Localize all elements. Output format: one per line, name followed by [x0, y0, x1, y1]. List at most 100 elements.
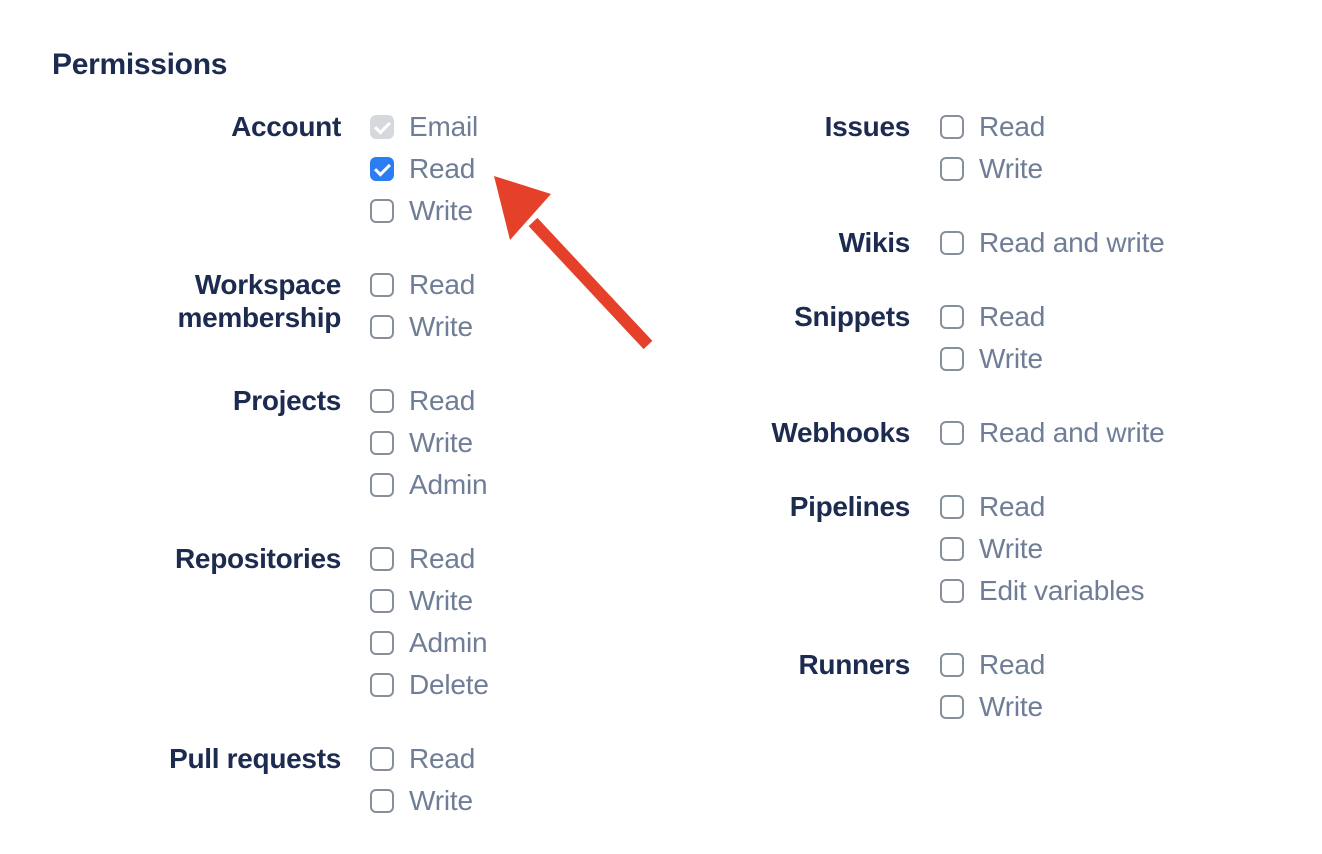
permission-option-label: Read: [409, 385, 476, 416]
permission-option-label: Edit variables: [979, 575, 1145, 606]
permission-option-label: Read: [979, 649, 1046, 680]
permission-option-label: Admin: [409, 627, 488, 658]
checkbox-issues-write[interactable]: [940, 157, 964, 181]
permission-option-account-email: Email: [370, 106, 478, 148]
permission-option-runners-read[interactable]: Read: [940, 644, 1045, 686]
checkbox-runners-write[interactable]: [940, 695, 964, 719]
checkbox-repositories-admin[interactable]: [370, 631, 394, 655]
permission-group-label: Projects: [232, 385, 341, 416]
permission-option-repositories-delete[interactable]: Delete: [370, 664, 489, 706]
permission-group-label: Snippets: [794, 301, 910, 332]
permission-option-label: Read: [979, 301, 1046, 332]
permission-option-label: Write: [409, 585, 473, 616]
checkbox-account-read[interactable]: [370, 157, 394, 181]
checkbox-snippets-write[interactable]: [940, 347, 964, 371]
permission-group-workspace-membership: Workspace membership Read Write: [52, 264, 672, 348]
permission-option-pull-requests-read[interactable]: Read: [370, 738, 475, 780]
permission-option-pipelines-edit-variables[interactable]: Edit variables: [940, 570, 1144, 612]
page-title: Permissions: [52, 48, 228, 81]
permission-group-label: Workspace membership: [177, 269, 342, 333]
checkbox-pipelines-write[interactable]: [940, 537, 964, 561]
permission-option-issues-write[interactable]: Write: [940, 148, 1045, 190]
permission-option-repositories-read[interactable]: Read: [370, 538, 489, 580]
checkbox-wikis-read-and-write[interactable]: [940, 231, 964, 255]
permission-option-label: Read and write: [979, 227, 1165, 258]
permission-option-issues-read[interactable]: Read: [940, 106, 1045, 148]
checkbox-account-email: [370, 115, 394, 139]
permission-option-label: Admin: [409, 469, 488, 500]
permission-option-label: Read: [409, 743, 476, 774]
permission-group-issues: Issues Read Write: [700, 106, 1260, 190]
checkbox-snippets-read[interactable]: [940, 305, 964, 329]
permission-group-webhooks: Webhooks Read and write: [700, 412, 1260, 454]
checkbox-projects-read[interactable]: [370, 389, 394, 413]
permission-option-account-read[interactable]: Read: [370, 148, 478, 190]
permission-option-projects-write[interactable]: Write: [370, 422, 487, 464]
checkbox-pull-requests-write[interactable]: [370, 789, 394, 813]
permission-option-wikis-read-and-write[interactable]: Read and write: [940, 222, 1165, 264]
permission-option-label: Read: [409, 543, 476, 574]
permission-option-label: Read: [409, 153, 476, 184]
permission-option-runners-write[interactable]: Write: [940, 686, 1045, 728]
checkbox-projects-write[interactable]: [370, 431, 394, 455]
permission-option-label: Write: [979, 533, 1043, 564]
permission-option-snippets-write[interactable]: Write: [940, 338, 1045, 380]
checkbox-runners-read[interactable]: [940, 653, 964, 677]
permissions-column-right: Issues Read Write Wikis Read and write S…: [700, 106, 1260, 760]
checkbox-repositories-write[interactable]: [370, 589, 394, 613]
checkbox-account-write[interactable]: [370, 199, 394, 223]
permission-option-label: Write: [979, 343, 1043, 374]
permission-option-projects-admin[interactable]: Admin: [370, 464, 488, 506]
permission-group-pull-requests: Pull requests Read Write: [52, 738, 672, 822]
permission-option-label: Write: [979, 153, 1043, 184]
permission-group-projects: Projects Read Write Admin: [52, 380, 672, 506]
permission-option-projects-read[interactable]: Read: [370, 380, 487, 422]
permission-group-label: Repositories: [175, 543, 341, 574]
permission-option-label: Write: [409, 311, 473, 342]
permission-option-pull-requests-write[interactable]: Write: [370, 780, 475, 822]
checkbox-webhooks-read-and-write[interactable]: [940, 421, 964, 445]
checkbox-workspace-membership-write[interactable]: [370, 315, 394, 339]
permission-option-label: Email: [409, 111, 479, 142]
permission-option-repositories-write[interactable]: Write: [370, 580, 489, 622]
permission-option-repositories-admin[interactable]: Admin: [370, 622, 489, 664]
permission-option-pipelines-read[interactable]: Read: [940, 486, 1144, 528]
permission-group-label: Runners: [798, 649, 911, 680]
permission-option-webhooks-read-and-write[interactable]: Read and write: [940, 412, 1165, 454]
permission-option-workspace-membership-write[interactable]: Write: [370, 306, 475, 348]
permission-option-account-write[interactable]: Write: [370, 190, 478, 232]
permission-group-wikis: Wikis Read and write: [700, 222, 1260, 264]
permission-group-label: Pull requests: [169, 743, 341, 774]
permission-option-label: Write: [409, 785, 473, 816]
permission-option-label: Read: [409, 269, 476, 300]
permission-group-pipelines: Pipelines Read Write Edit variables: [700, 486, 1260, 612]
checkbox-repositories-read[interactable]: [370, 547, 394, 571]
permission-option-label: Read: [979, 491, 1046, 522]
permission-option-snippets-read[interactable]: Read: [940, 296, 1045, 338]
checkbox-projects-admin[interactable]: [370, 473, 394, 497]
permission-option-label: Delete: [409, 669, 489, 700]
permission-group-label: Webhooks: [771, 417, 910, 448]
permission-group-account: Account Email Read Write: [52, 106, 672, 232]
checkbox-pipelines-edit-variables[interactable]: [940, 579, 964, 603]
permission-option-label: Write: [979, 691, 1043, 722]
permissions-column-left: Account Email Read Write Workspace membe…: [52, 106, 672, 854]
permission-group-runners: Runners Read Write: [700, 644, 1260, 728]
checkbox-workspace-membership-read[interactable]: [370, 273, 394, 297]
permission-option-label: Write: [409, 195, 473, 226]
permission-option-label: Read: [979, 111, 1046, 142]
permission-group-label: Pipelines: [789, 491, 911, 522]
checkbox-pipelines-read[interactable]: [940, 495, 964, 519]
permission-option-pipelines-write[interactable]: Write: [940, 528, 1144, 570]
checkbox-repositories-delete[interactable]: [370, 673, 394, 697]
permission-option-label: Write: [409, 427, 473, 458]
permission-group-snippets: Snippets Read Write: [700, 296, 1260, 380]
permission-option-label: Read and write: [979, 417, 1165, 448]
permission-group-label: Account: [231, 111, 341, 142]
permission-group-label: Issues: [824, 111, 911, 142]
checkbox-pull-requests-read[interactable]: [370, 747, 394, 771]
checkbox-issues-read[interactable]: [940, 115, 964, 139]
permission-option-workspace-membership-read[interactable]: Read: [370, 264, 475, 306]
permission-group-repositories: Repositories Read Write Admin Delete: [52, 538, 672, 706]
